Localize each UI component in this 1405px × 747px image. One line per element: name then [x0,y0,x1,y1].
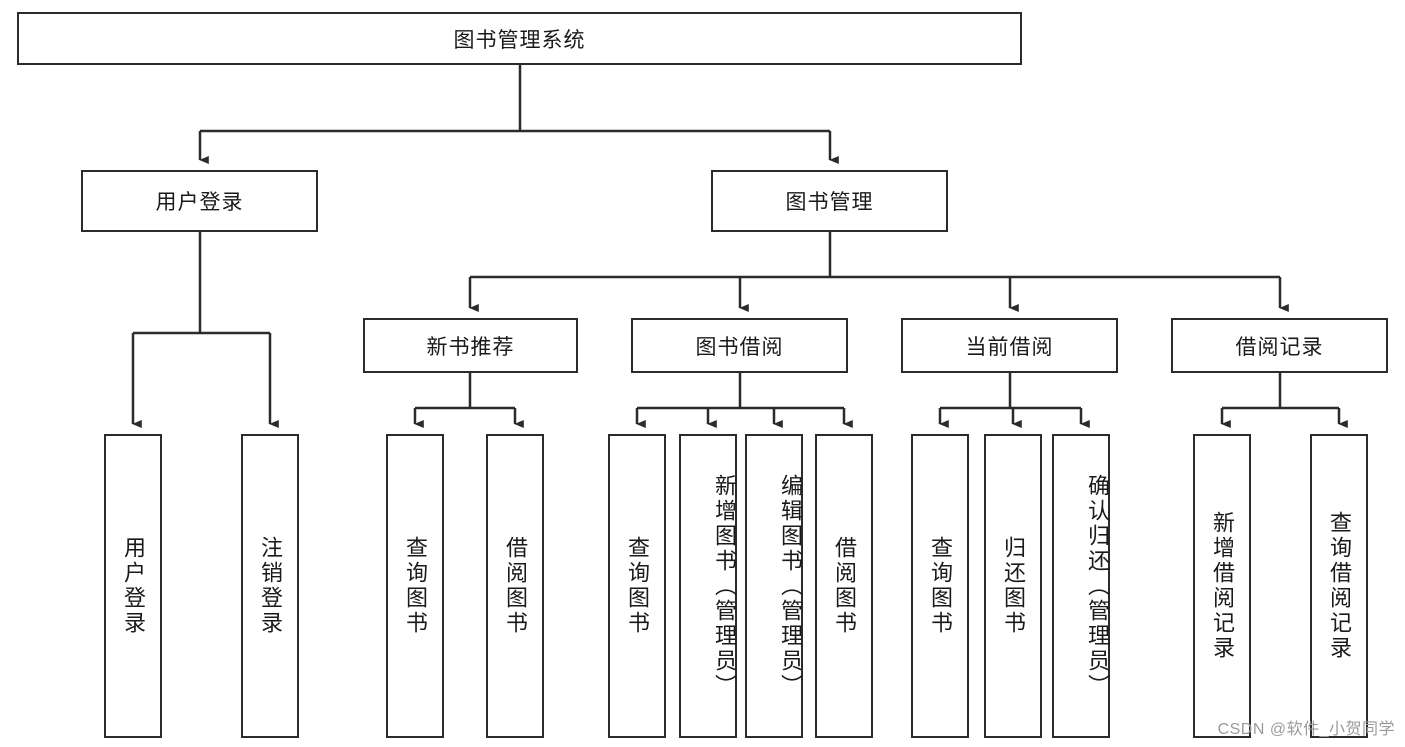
node-leaf-return-book[interactable]: 归还图书 [984,434,1042,738]
node-book-borrow[interactable]: 图书借阅 [631,318,848,373]
node-leaf-query-record[interactable]: 查询借阅记录 [1310,434,1368,738]
node-borrow-record[interactable]: 借阅记录 [1171,318,1388,373]
node-current-borrow[interactable]: 当前借阅 [901,318,1118,373]
node-leaf-confirm-return[interactable]: 确认归还（管理员） [1052,434,1110,738]
edge-current-borrow-to-leaves [938,373,1090,428]
node-leaf-add-book[interactable]: 新增图书（管理员） [679,434,737,738]
edge-root-to-level2 [198,65,839,164]
node-user-login[interactable]: 用户登录 [81,170,318,232]
csdn-watermark: CSDN @软件_小贺同学 [1217,721,1395,738]
node-leaf-edit-book[interactable]: 编辑图书（管理员） [745,434,803,738]
node-leaf-query-book-1[interactable]: 查询图书 [386,434,444,738]
edge-book-borrow-to-leaves [635,373,853,428]
node-leaf-query-book-3[interactable]: 查询图书 [911,434,969,738]
edge-borrow-record-to-leaves [1220,373,1348,428]
edge-book-manage-to-level3 [468,232,1289,312]
edge-user-login-to-leaves [131,232,279,428]
node-leaf-add-record[interactable]: 新增借阅记录 [1193,434,1251,738]
node-new-book-rec[interactable]: 新书推荐 [363,318,578,373]
node-book-manage[interactable]: 图书管理 [711,170,948,232]
node-leaf-borrow-book-2[interactable]: 借阅图书 [815,434,873,738]
node-leaf-user-login[interactable]: 用户登录 [104,434,162,738]
edge-new-book-rec-to-leaves [413,373,524,428]
node-leaf-logout[interactable]: 注销登录 [241,434,299,738]
node-leaf-borrow-book-1[interactable]: 借阅图书 [486,434,544,738]
node-root[interactable]: 图书管理系统 [17,12,1022,65]
node-leaf-query-book-2[interactable]: 查询图书 [608,434,666,738]
